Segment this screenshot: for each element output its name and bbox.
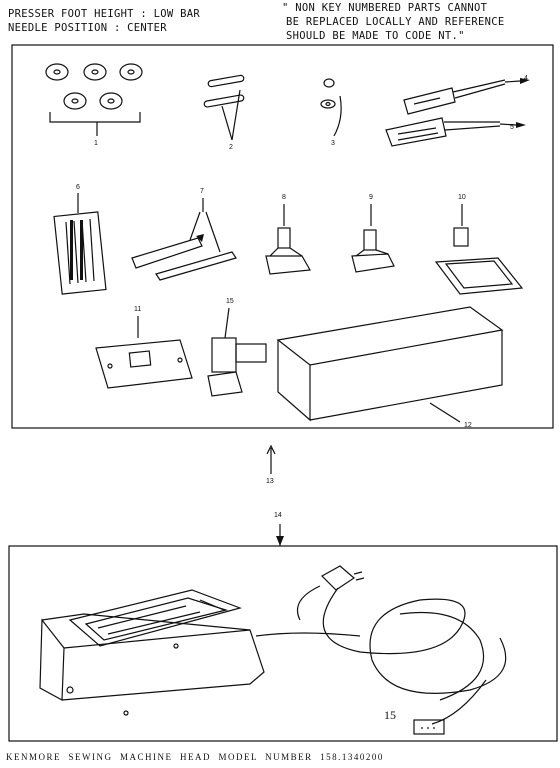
model-number-footer: KENMORE SEWING MACHINE HEAD MODEL NUMBER… bbox=[6, 752, 384, 762]
presser-foot-8-drawing bbox=[265, 204, 311, 275]
callout-3: 3 bbox=[331, 140, 335, 147]
callout-4: 4 bbox=[524, 75, 528, 82]
accessories-box bbox=[11, 44, 554, 429]
callout-14: 14 bbox=[274, 512, 282, 519]
note-line-3: SHOULD BE MADE TO CODE NT." bbox=[286, 30, 465, 42]
callout-1: 1 bbox=[94, 140, 98, 147]
callout-2: 2 bbox=[229, 144, 233, 151]
foot-control-pedal-drawing bbox=[39, 589, 265, 716]
bobbins-drawing bbox=[45, 63, 143, 136]
screwdrivers-drawing bbox=[385, 79, 521, 147]
note-line-2: BE REPLACED LOCALLY AND REFERENCE bbox=[286, 16, 505, 28]
callout-11: 11 bbox=[134, 306, 142, 313]
arrow-13 bbox=[266, 444, 276, 474]
buttonhole-foot-drawing bbox=[434, 204, 524, 295]
callout-13: 13 bbox=[266, 478, 274, 485]
callout-6: 6 bbox=[76, 184, 80, 191]
callout-12: 12 bbox=[464, 422, 472, 429]
callout-9: 9 bbox=[369, 194, 373, 201]
needle-position-label: NEEDLE POSITION : CENTER bbox=[8, 22, 167, 34]
presser-foot-height-label: PRESSER FOOT HEIGHT : LOW BAR bbox=[8, 8, 201, 20]
callout-10: 10 bbox=[458, 194, 466, 201]
accessory-box-drawing bbox=[276, 306, 504, 423]
callout-15-upper: 15 bbox=[226, 298, 234, 305]
callout-8: 8 bbox=[282, 194, 286, 201]
spool-pins-drawing bbox=[203, 74, 245, 141]
foot-control-box bbox=[8, 545, 558, 742]
presser-foot-15-drawing bbox=[207, 307, 267, 397]
power-cord-drawing bbox=[255, 565, 507, 735]
callout-15-lower: 15 bbox=[384, 708, 396, 722]
needle-plate-drawing bbox=[95, 316, 193, 389]
spool-cap-drawing bbox=[320, 78, 342, 137]
presser-foot-9-drawing bbox=[351, 204, 395, 273]
seam-ripper-drawing bbox=[131, 198, 237, 281]
note-line-1: " NON KEY NUMBERED PARTS CANNOT bbox=[282, 2, 488, 14]
callout-7: 7 bbox=[200, 188, 204, 195]
callout-5: 5 bbox=[510, 124, 514, 131]
